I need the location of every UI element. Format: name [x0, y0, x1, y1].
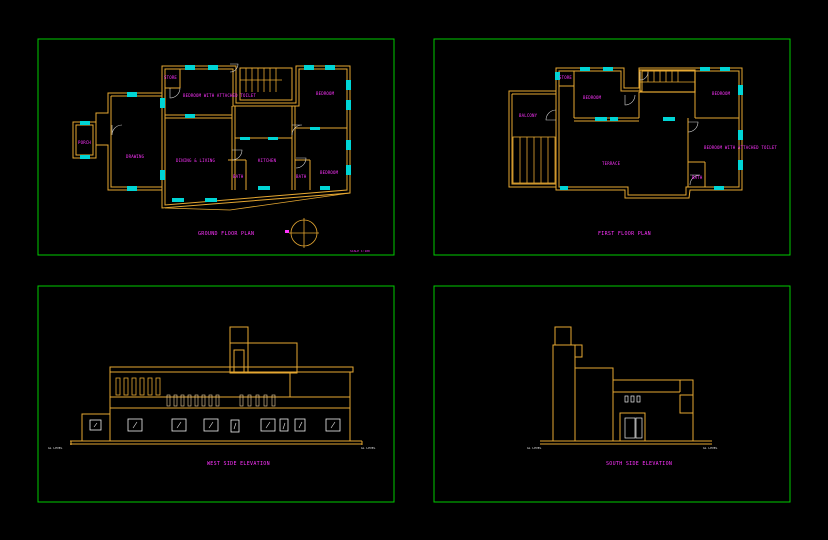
gf-room-bath-2: BATH: [296, 174, 307, 179]
gf-sheet-title: GROUND FLOOR PLAN: [198, 231, 255, 237]
gf-room-bedroom-ne: BEDROOM: [316, 91, 335, 96]
south-level-right: GL LEVEL: [703, 446, 718, 450]
first-floor-openings: [555, 67, 743, 190]
gf-room-porch: PORCH: [78, 140, 92, 145]
ff-room-bedroom-1: BEDROOM: [583, 95, 602, 100]
sheet-border-first-floor: [433, 38, 791, 256]
gf-room-dining-living: DINING & LIVING: [176, 158, 216, 163]
gf-room-kitchen: KITCHEN: [258, 158, 277, 163]
ground-floor-openings: [80, 65, 351, 202]
sheet-border-south-elevation: [433, 285, 791, 503]
ground-floor-doors: [111, 63, 307, 169]
west-sheet-title: WEST SIDE ELEVATION: [207, 461, 270, 467]
gf-room-drawing: DRAWING: [126, 154, 145, 159]
south-elevation: [540, 326, 712, 445]
first-floor-doors: [545, 71, 701, 186]
south-sheet-title: SOUTH SIDE ELEVATION: [606, 461, 673, 467]
west-elevation: [70, 326, 363, 445]
west-level-left: GL LEVEL: [48, 446, 63, 450]
ff-room-terrace: TERRACE: [602, 161, 621, 166]
gf-room-bath-1: BATH: [233, 174, 244, 179]
ground-floor-plan: [72, 65, 351, 211]
south-elevation-details: [624, 395, 643, 439]
ff-room-bedroom-2: BEDROOM: [712, 91, 731, 96]
north-arrow-symbol: [289, 218, 319, 248]
ff-sheet-title: FIRST FLOOR PLAN: [598, 231, 651, 237]
west-level-right: GL LEVEL: [361, 446, 376, 450]
ff-room-bedroom-attached: BEDROOM WITH ATTACHED TOILET: [704, 145, 778, 150]
ff-room-balcony: BALCONY: [519, 113, 538, 118]
gf-room-bedroom-attached: BEDROOM WITH ATTACHED TOILET: [183, 93, 257, 98]
first-floor-plan: [508, 67, 743, 199]
sheet-border-ground-floor: [37, 38, 395, 256]
west-elevation-window-marks: [93, 421, 336, 430]
ff-room-store: STORE: [559, 75, 573, 80]
sheet-border-west-elevation: [37, 285, 395, 503]
north-marker: [285, 230, 289, 233]
gf-scale-note: SCALE 1:100: [350, 249, 370, 253]
ff-room-bath: BATH: [692, 175, 703, 180]
gf-room-store: STORE: [164, 75, 178, 80]
gf-room-bedroom-se: BEDROOM: [320, 170, 339, 175]
south-level-left: GL LEVEL: [527, 446, 542, 450]
